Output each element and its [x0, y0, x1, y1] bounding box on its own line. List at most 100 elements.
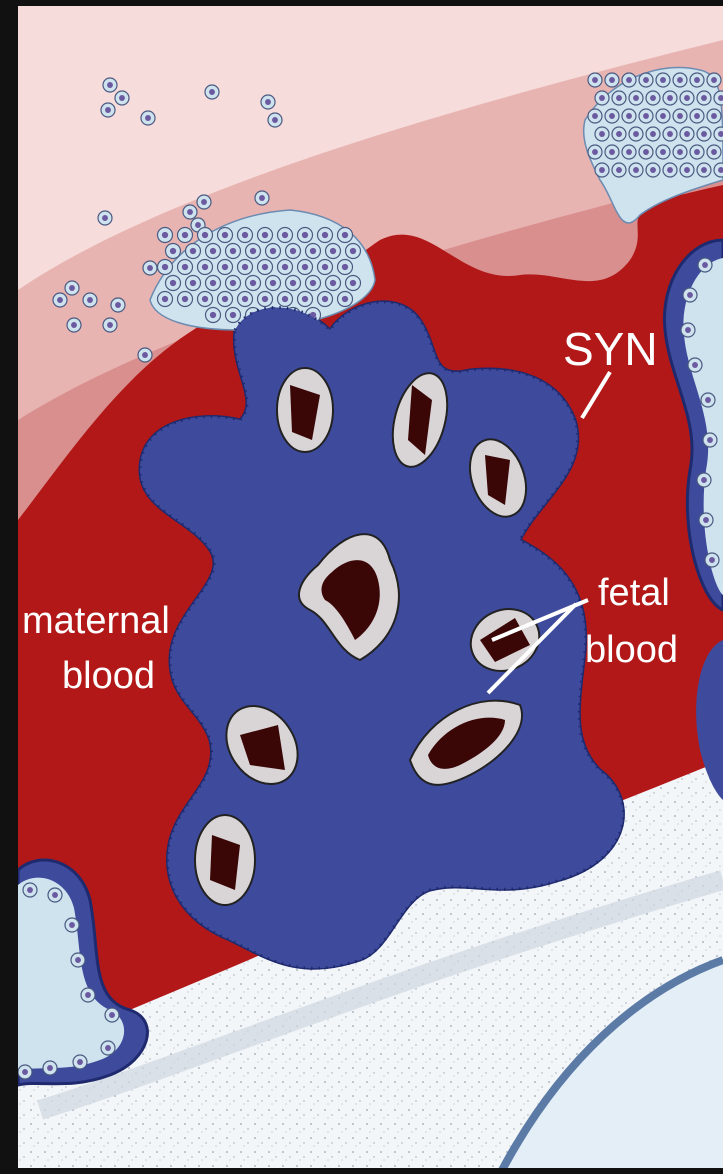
trophoblast-cell-icon — [705, 553, 719, 567]
trophoblast-cell-icon — [23, 883, 37, 897]
trophoblast-cell-icon — [268, 113, 282, 127]
trophoblast-cell-icon — [680, 163, 694, 177]
trophoblast-cell-icon — [714, 163, 723, 177]
trophoblast-cell-icon — [226, 308, 241, 323]
trophoblast-cell-icon — [588, 145, 602, 159]
trophoblast-cell-icon — [266, 276, 281, 291]
trophoblast-cell-icon — [101, 1041, 115, 1055]
trophoblast-cell-icon — [318, 260, 333, 275]
trophoblast-cell-icon — [338, 260, 353, 275]
trophoblast-cell-icon — [266, 244, 281, 259]
trophoblast-cell-icon — [158, 228, 173, 243]
trophoblast-cell-icon — [673, 109, 687, 123]
trophoblast-cell-icon — [226, 244, 241, 259]
trophoblast-cell-icon — [656, 109, 670, 123]
trophoblast-cell-icon — [278, 228, 293, 243]
trophoblast-cell-icon — [646, 91, 660, 105]
trophoblast-cell-icon — [48, 888, 62, 902]
fetal-label-line2: blood — [585, 629, 678, 671]
trophoblast-cell-icon — [246, 276, 261, 291]
trophoblast-cell-icon — [639, 73, 653, 87]
fetal-label-line1: fetal — [598, 572, 670, 614]
trophoblast-cell-icon — [646, 127, 660, 141]
trophoblast-cell-icon — [629, 163, 643, 177]
trophoblast-cell-icon — [238, 292, 253, 307]
trophoblast-cell-icon — [178, 292, 193, 307]
trophoblast-cell-icon — [138, 348, 152, 362]
trophoblast-cell-icon — [697, 127, 711, 141]
fetal-capillary-icon — [277, 368, 333, 452]
trophoblast-cell-icon — [166, 276, 181, 291]
trophoblast-cell-icon — [306, 276, 321, 291]
trophoblast-cell-icon — [238, 260, 253, 275]
maternal-label-line1: maternal — [22, 600, 170, 642]
trophoblast-cell-icon — [595, 91, 609, 105]
trophoblast-cell-icon — [71, 953, 85, 967]
trophoblast-cell-icon — [286, 244, 301, 259]
trophoblast-cell-icon — [298, 228, 313, 243]
trophoblast-cell-icon — [261, 95, 275, 109]
trophoblast-cell-icon — [707, 145, 721, 159]
trophoblast-cell-icon — [318, 292, 333, 307]
trophoblast-cell-icon — [595, 127, 609, 141]
trophoblast-cell-icon — [646, 163, 660, 177]
trophoblast-cell-icon — [198, 260, 213, 275]
trophoblast-cell-icon — [588, 109, 602, 123]
trophoblast-cell-icon — [286, 276, 301, 291]
trophoblast-cell-icon — [703, 433, 717, 447]
trophoblast-cell-icon — [183, 205, 197, 219]
trophoblast-cell-icon — [683, 288, 697, 302]
fetal-capillary-icon — [195, 815, 255, 905]
trophoblast-cell-icon — [612, 91, 626, 105]
trophoblast-cell-icon — [158, 260, 173, 275]
trophoblast-cell-icon — [246, 244, 261, 259]
trophoblast-cell-icon — [198, 292, 213, 307]
trophoblast-cell-icon — [639, 145, 653, 159]
trophoblast-cell-icon — [707, 109, 721, 123]
trophoblast-cell-icon — [346, 244, 361, 259]
trophoblast-cell-icon — [595, 163, 609, 177]
trophoblast-cell-icon — [622, 109, 636, 123]
trophoblast-cell-icon — [707, 73, 721, 87]
trophoblast-cell-icon — [186, 276, 201, 291]
trophoblast-cell-icon — [663, 163, 677, 177]
trophoblast-cell-icon — [701, 393, 715, 407]
trophoblast-cell-icon — [18, 1065, 32, 1079]
trophoblast-cell-icon — [178, 228, 193, 243]
trophoblast-cell-icon — [258, 292, 273, 307]
trophoblast-cell-icon — [612, 163, 626, 177]
trophoblast-cell-icon — [605, 73, 619, 87]
trophoblast-cell-icon — [218, 260, 233, 275]
trophoblast-cell-icon — [697, 473, 711, 487]
trophoblast-cell-icon — [318, 228, 333, 243]
trophoblast-cell-icon — [238, 228, 253, 243]
trophoblast-cell-icon — [186, 244, 201, 259]
trophoblast-cell-icon — [218, 292, 233, 307]
trophoblast-cell-icon — [205, 85, 219, 99]
trophoblast-cell-icon — [143, 261, 157, 275]
trophoblast-cell-icon — [101, 103, 115, 117]
trophoblast-cell-icon — [197, 195, 211, 209]
trophoblast-cell-icon — [115, 91, 129, 105]
trophoblast-cell-icon — [690, 145, 704, 159]
trophoblast-cell-icon — [73, 1055, 87, 1069]
trophoblast-cell-icon — [690, 73, 704, 87]
trophoblast-cell-icon — [298, 292, 313, 307]
trophoblast-cell-icon — [622, 73, 636, 87]
trophoblast-cell-icon — [639, 109, 653, 123]
trophoblast-cell-icon — [158, 292, 173, 307]
trophoblast-cell-icon — [346, 276, 361, 291]
trophoblast-cell-icon — [306, 244, 321, 259]
trophoblast-cell-icon — [206, 308, 221, 323]
syn-label: SYN — [563, 323, 658, 375]
trophoblast-cell-icon — [690, 109, 704, 123]
trophoblast-cell-icon — [178, 260, 193, 275]
trophoblast-cell-icon — [663, 91, 677, 105]
trophoblast-cell-icon — [206, 276, 221, 291]
trophoblast-cell-icon — [714, 127, 723, 141]
trophoblast-cell-icon — [258, 260, 273, 275]
trophoblast-cell-icon — [338, 292, 353, 307]
trophoblast-cell-icon — [656, 73, 670, 87]
trophoblast-cell-icon — [198, 228, 213, 243]
